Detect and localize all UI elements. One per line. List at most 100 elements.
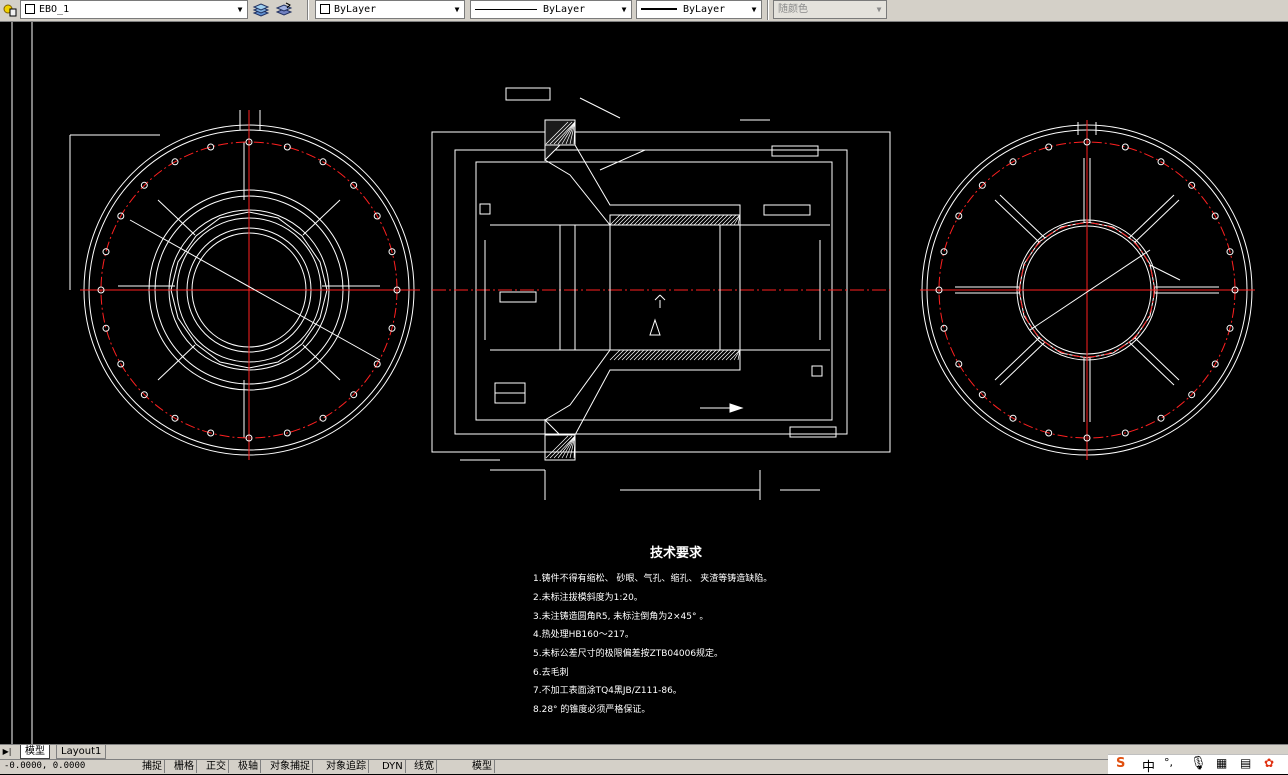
tab-nav-next-icon[interactable]: ▶| [2, 747, 12, 756]
chevron-down-icon[interactable]: ▼ [233, 1, 247, 18]
hatch-line [701, 349, 713, 361]
hatch-line [677, 214, 689, 226]
hatch-line [669, 349, 681, 361]
hatch-line [641, 214, 653, 226]
drawing-canvas[interactable]: 技术要求 1.铸件不得有缩松、 砂眼、气孔、缩孔、 夹渣等铸造缺陷。 2.未标注… [0, 22, 1288, 744]
color-swatch [320, 4, 330, 14]
layer-state-icon[interactable] [2, 1, 20, 19]
layer-previous-icon[interactable] [275, 1, 293, 19]
bolt-hole [388, 324, 396, 332]
hatch-line [729, 349, 741, 361]
bolt-hole [207, 143, 215, 151]
otrack-toggle[interactable]: 对象追踪 [324, 760, 369, 773]
hatch-line [657, 349, 669, 361]
dyn-toggle[interactable]: DYN [380, 760, 406, 773]
hatch-line [613, 214, 625, 226]
linetype-dropdown[interactable]: ByLayer ▼ [470, 0, 632, 19]
keyboard-icon[interactable]: ▦ [1216, 756, 1228, 770]
tech-item: 5.未标公差尺寸的极限偏差按ZTB04006规定。 [533, 647, 723, 659]
hatch-line [573, 121, 576, 145]
bolt-hole [955, 360, 963, 368]
hatch-line [621, 349, 633, 361]
hatch-line [681, 214, 693, 226]
make-object-layer-current-icon[interactable] [252, 1, 270, 19]
lineweight-value: ByLayer [683, 4, 726, 15]
tab-model[interactable]: 模型 [20, 745, 50, 759]
bolt-hole [102, 324, 110, 332]
bolt-hole [1211, 360, 1219, 368]
plotstyle-value: 随颜色 [778, 4, 808, 15]
hatch-line [609, 214, 621, 226]
hatch-line [677, 349, 689, 361]
tech-item: 2.未标注拔模斜度为1:20。 [533, 591, 643, 603]
hatch-line [641, 349, 653, 361]
bolt-hole [388, 248, 396, 256]
chevron-down-icon[interactable]: ▼ [747, 1, 761, 18]
hatch-line [637, 349, 649, 361]
tech-title: 技术要求 [650, 545, 703, 561]
bolt-hole [117, 212, 125, 220]
technical-requirements: 技术要求 1.铸件不得有缩松、 砂眼、气孔、缩孔、 夹渣等铸造缺陷。 2.未标注… [533, 545, 772, 715]
lineweight-sample [641, 8, 677, 10]
hatch-line [661, 214, 673, 226]
hatch-line [633, 349, 645, 361]
bolt-hole [393, 286, 401, 294]
lineweight-toggle[interactable]: 线宽 [412, 760, 437, 773]
hatch-line [685, 214, 697, 226]
color-dropdown[interactable]: ByLayer ▼ [315, 0, 465, 19]
tab-layout1[interactable]: Layout1 [56, 745, 107, 759]
cad-drawing: 技术要求 1.铸件不得有缩松、 砂眼、气孔、缩孔、 夹渣等铸造缺陷。 2.未标注… [11, 22, 1255, 744]
hatch-line [649, 349, 661, 361]
ime-language-indicator[interactable]: 中 [1142, 760, 1156, 775]
bolt-hole [171, 158, 179, 166]
hatch-line [569, 121, 576, 145]
chevron-down-icon[interactable]: ▼ [450, 1, 464, 18]
hatch-line [661, 349, 673, 361]
hatch-line [709, 214, 721, 226]
snap-toggle[interactable]: 捕捉 [140, 760, 165, 773]
menu-icon[interactable]: ▤ [1240, 756, 1252, 770]
model-toggle[interactable]: 模型 [470, 760, 495, 773]
hatch-line [617, 349, 629, 361]
hatch-line [733, 349, 741, 361]
bolt-hole [1211, 212, 1219, 220]
layer-dropdown[interactable]: EBO_1 ▼ [20, 0, 248, 19]
hatch-line [689, 214, 701, 226]
lineweight-dropdown[interactable]: ByLayer ▼ [636, 0, 762, 19]
microphone-icon[interactable]: 🎙 [1190, 756, 1207, 771]
bolt-hole [245, 434, 253, 442]
hatch-line [625, 349, 637, 361]
hatch-line [665, 349, 677, 361]
hatch-line [629, 214, 641, 226]
chevron-down-icon[interactable]: ▼ [617, 1, 631, 18]
hatch-line [717, 214, 729, 226]
hatch-line [633, 214, 645, 226]
osnap-toggle[interactable]: 对象捕捉 [268, 760, 313, 773]
punctuation-icon[interactable]: °, [1164, 756, 1173, 769]
bolt-hole [935, 286, 943, 294]
hatch-line [565, 435, 576, 459]
tech-item: 1.铸件不得有缩松、 砂眼、气孔、缩孔、 夹渣等铸造缺陷。 [533, 572, 772, 584]
properties-toolbar: EBO_1 ▼ ByLayer ▼ ByLayer ▼ ByLayer ▼ 随颜… [0, 0, 1288, 22]
grid-toggle[interactable]: 栅格 [172, 760, 197, 773]
hatch-line [557, 121, 576, 145]
bolt-hole [207, 429, 215, 437]
hatch-line [613, 349, 625, 361]
hatch-line [713, 349, 725, 361]
hatch-line [637, 214, 649, 226]
skin-icon[interactable]: ✿ [1264, 756, 1275, 770]
polar-toggle[interactable]: 极轴 [236, 760, 261, 773]
toolbar-separator [307, 0, 309, 20]
hatch-line [609, 349, 621, 361]
bolt-hole [1009, 158, 1017, 166]
hatch-line [673, 349, 685, 361]
bolt-hole [978, 181, 986, 189]
hatch-line [733, 214, 741, 226]
bolt-hole [1226, 324, 1234, 332]
bolt-hole [1231, 286, 1239, 294]
hatch-line [729, 214, 741, 226]
layout-tab-bar: ▶| 模型 Layout1 [0, 744, 1288, 759]
ortho-toggle[interactable]: 正交 [204, 760, 229, 773]
sogou-logo-icon[interactable]: S [1116, 756, 1126, 771]
linetype-sample [475, 8, 537, 10]
